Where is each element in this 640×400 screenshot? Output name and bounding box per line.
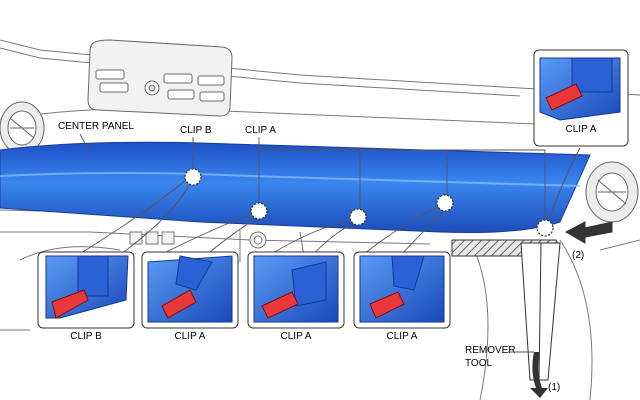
- inset-1-caption: CLIP B: [70, 331, 102, 342]
- arrow-1: [530, 352, 548, 398]
- clip-b-label: CLIP B: [178, 125, 214, 137]
- clip-a-label: CLIP A: [243, 125, 278, 137]
- inset-box-2: [141, 251, 239, 329]
- arrow-2: [564, 221, 613, 244]
- clip-a-marker-4: [536, 219, 554, 237]
- inset-box-4: [353, 251, 451, 329]
- inset-2-caption: CLIP A: [174, 331, 206, 342]
- remover-tool-label-line2: TOOL: [465, 358, 493, 369]
- remover-tool: [520, 242, 561, 381]
- audio-unit: [87, 39, 233, 117]
- step-1-label: (1): [548, 382, 561, 393]
- clip-b-marker: [184, 168, 202, 186]
- clip-a-marker-1: [250, 202, 268, 220]
- lower-switches: [129, 231, 267, 249]
- inset-box-1: [37, 251, 135, 329]
- inset-3-caption: CLIP A: [280, 331, 312, 342]
- left-air-vent: [0, 101, 45, 155]
- inset-box-3: [247, 251, 345, 329]
- right-air-vent: [585, 161, 639, 223]
- inset-box-5: [533, 49, 629, 147]
- center-panel-label: CENTER PANEL: [56, 121, 136, 133]
- remover-tool-label-line1: REMOVER: [465, 345, 516, 356]
- step-2-label: (2): [572, 250, 585, 261]
- center-panel: [0, 141, 591, 234]
- clip-markers: [184, 168, 554, 237]
- inset-4-caption: CLIP A: [386, 331, 418, 342]
- clip-a-marker-2: [349, 208, 367, 226]
- clip-a-marker-3: [436, 194, 454, 212]
- inset-5-caption: CLIP A: [565, 124, 597, 135]
